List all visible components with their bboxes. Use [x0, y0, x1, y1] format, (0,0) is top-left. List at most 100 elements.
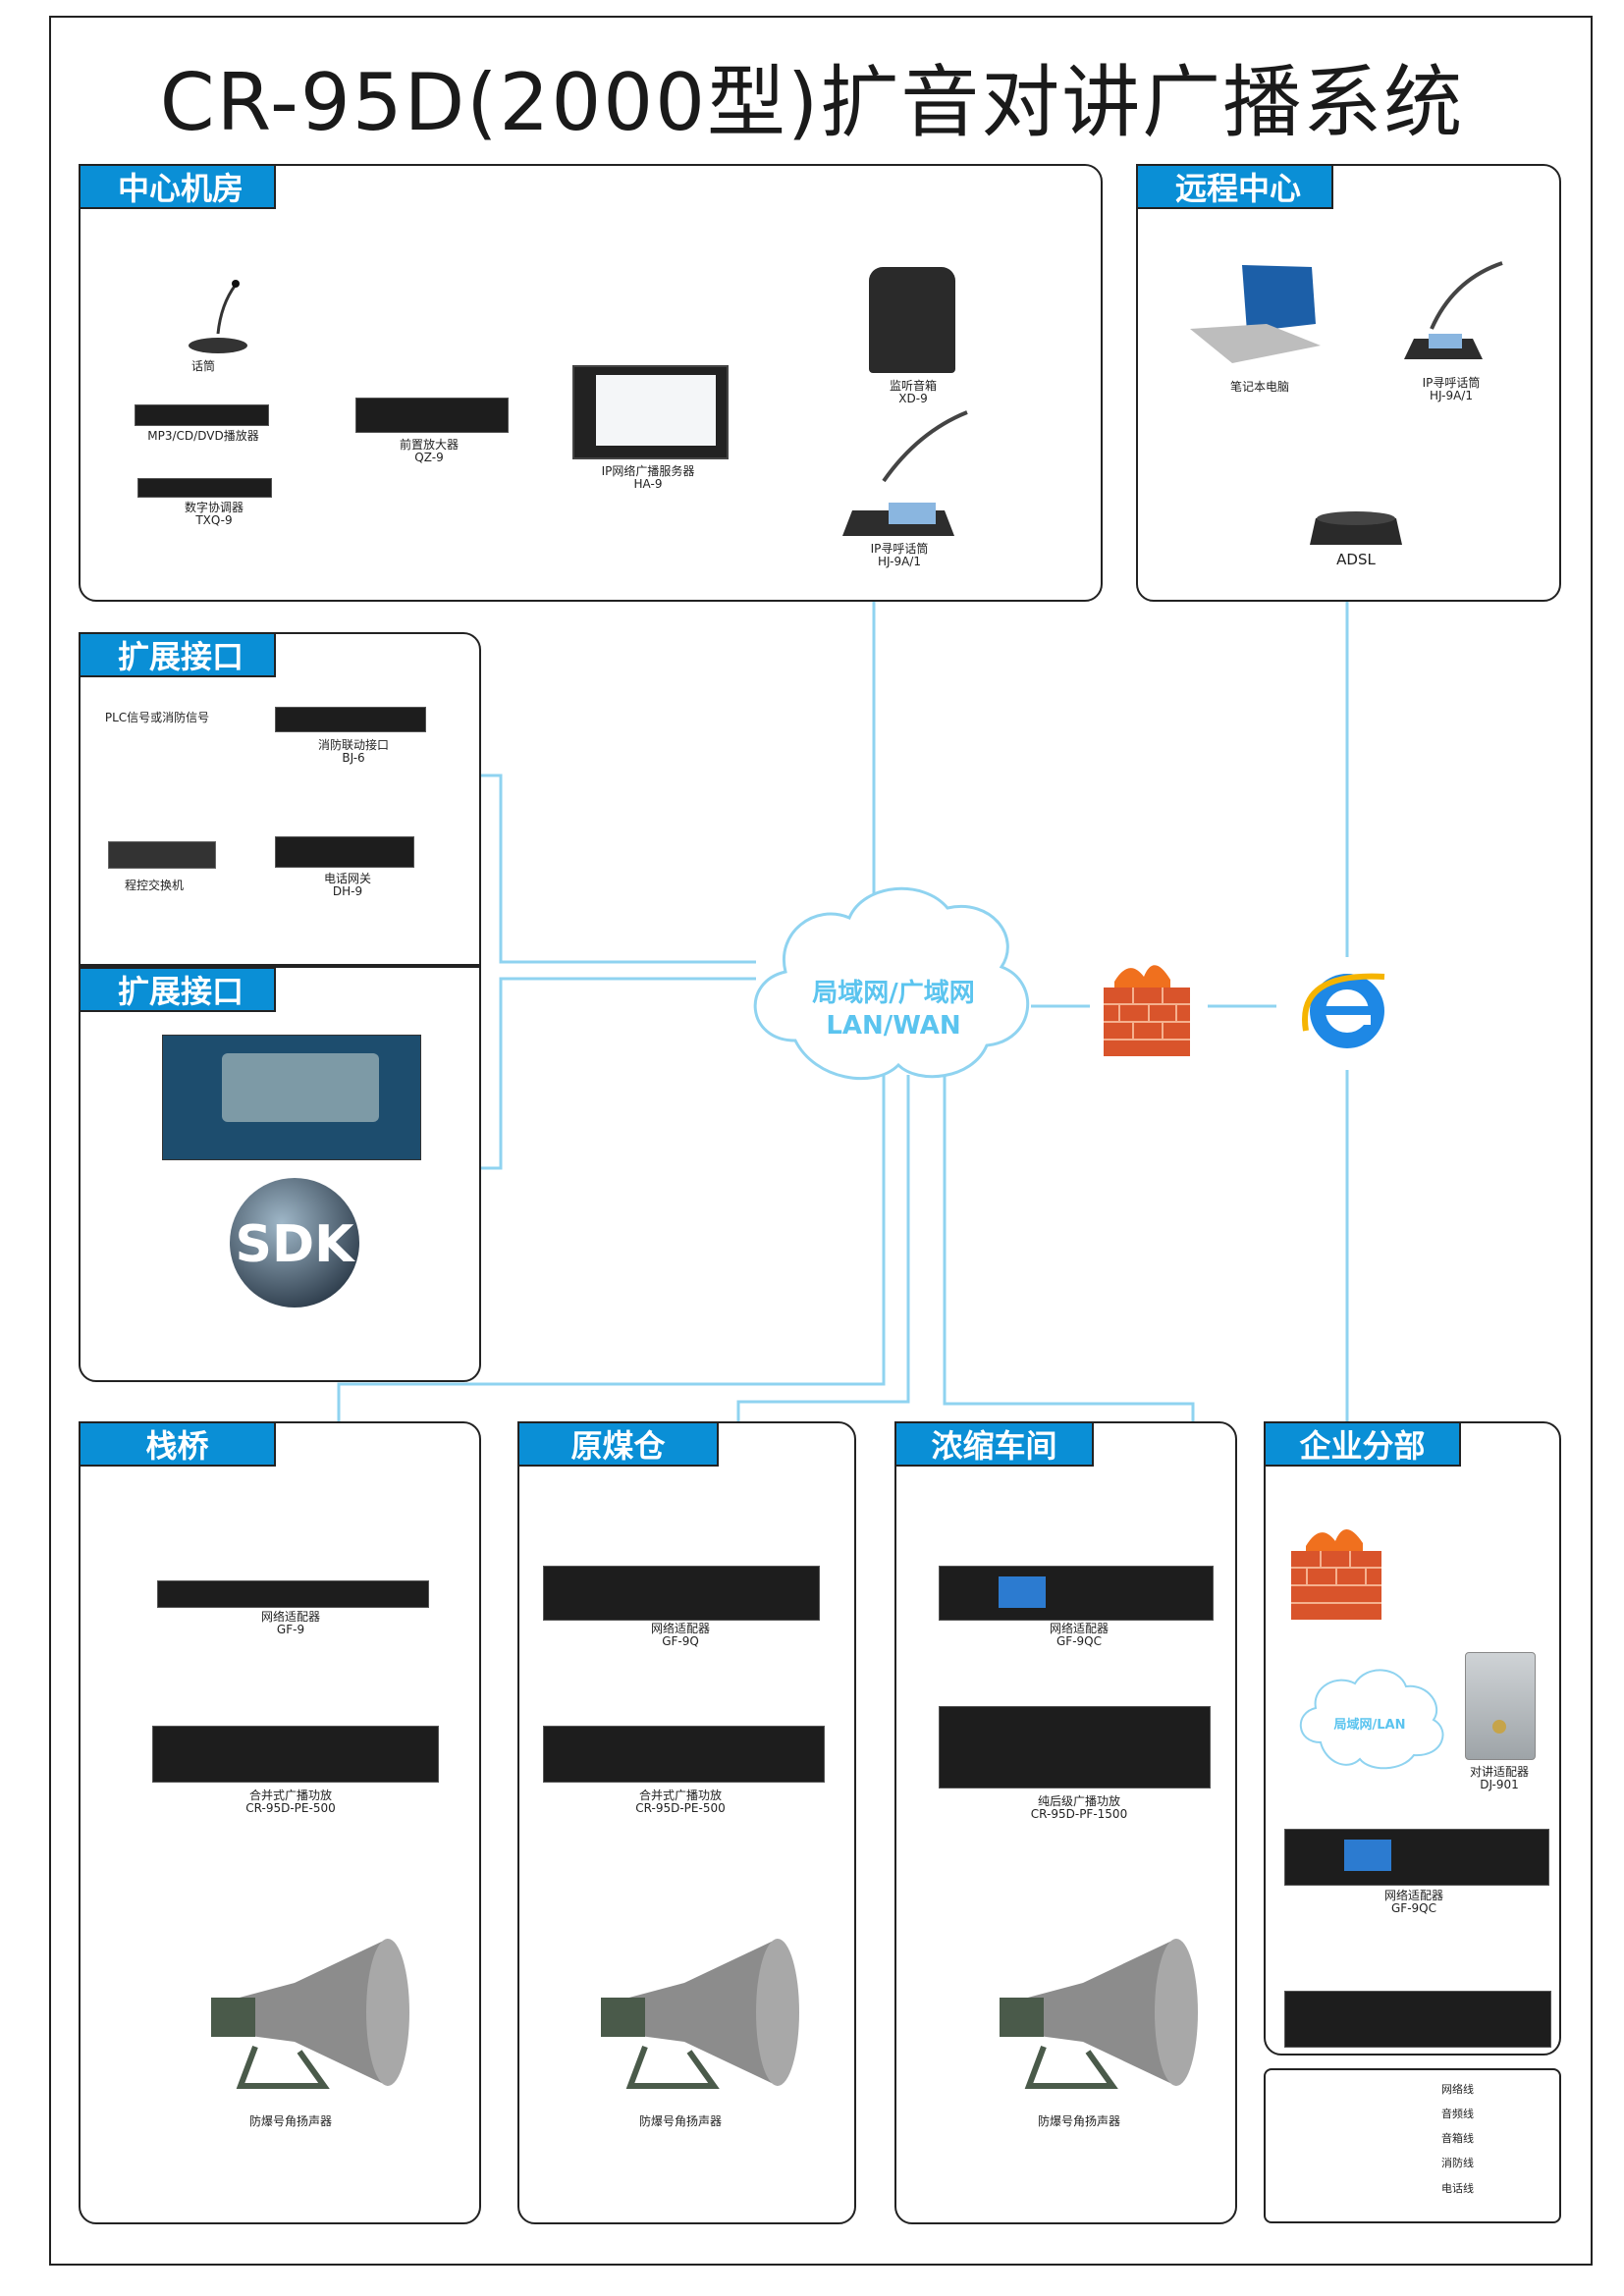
trestle-amp-label: 合并式广播功放 [248, 1789, 333, 1802]
coal-adapter-device [543, 1566, 820, 1621]
outer-frame [49, 16, 1593, 2266]
coal-adapter-model: GF-9Q [662, 1634, 699, 1648]
pager-remote-label: IP寻呼话筒 [1422, 376, 1481, 390]
net-line-ext2 [481, 977, 756, 1170]
laptop-label: 笔记本电脑 [1229, 380, 1290, 394]
monitor-speaker [869, 267, 955, 373]
preamp-model: QZ-9 [414, 451, 444, 464]
mic-label: 话筒 [190, 359, 216, 373]
branch-adapter-model: GF-9QC [1391, 1901, 1436, 1915]
thicken-horn-label: 防爆号角扬声器 [1037, 2114, 1121, 2128]
tuner-label: 数字协调器 [184, 501, 244, 514]
branch-amp-device [1284, 1991, 1551, 2048]
coal-amp-device [543, 1726, 825, 1783]
legend-fire: 消防线 [1441, 2157, 1474, 2169]
trestle-adapter-model: GF-9 [276, 1623, 305, 1636]
page-title: CR-95D(2000型)扩音对讲广播系统 [159, 57, 1465, 148]
plc-label: PLC信号或消防信号 [104, 711, 210, 724]
tuner-device [137, 478, 272, 498]
panel-trestle [79, 1421, 481, 2224]
tag-coal: 原煤仓 [517, 1421, 719, 1467]
trestle-horn-label: 防爆号角扬声器 [248, 2114, 333, 2128]
panel-ext1 [79, 632, 481, 966]
adsl-label: ADSL [1336, 551, 1376, 568]
tuner-model: TXQ-9 [195, 513, 233, 527]
coal-adapter-label: 网络适配器 [650, 1622, 711, 1635]
legend-phone: 电话线 [1441, 2182, 1474, 2195]
coal-horn-label: 防爆号角扬声器 [638, 2114, 723, 2128]
legend-audio: 音频线 [1441, 2108, 1474, 2120]
tag-branch: 企业分部 [1264, 1421, 1461, 1467]
server-model: HA-9 [633, 477, 663, 491]
net-line-thicken [943, 1075, 1195, 1421]
intercom-model: DJ-901 [1480, 1778, 1519, 1791]
net-line-coal [736, 1075, 910, 1421]
branch-cloud-label: 局域网/LAN [1333, 1718, 1406, 1733]
preamp-label: 前置放大器 [399, 438, 460, 452]
trestle-amp-device [152, 1726, 439, 1783]
trestle-adapter-label: 网络适配器 [260, 1610, 321, 1624]
branch-adapter-label: 网络适配器 [1383, 1889, 1444, 1902]
intercom-label: 对讲适配器 [1469, 1765, 1530, 1779]
pager-center-label: IP寻呼话筒 [870, 542, 929, 556]
gateway-device [275, 836, 414, 868]
monitor-model: XD-9 [898, 392, 928, 405]
server-label: IP网络广播服务器 [601, 464, 695, 478]
tag-remote: 远程中心 [1136, 164, 1333, 209]
tag-ext2: 扩展接口 [79, 967, 276, 1012]
intercom-device [1465, 1652, 1536, 1760]
thicken-amp-label: 纯后级广播功放 [1037, 1794, 1121, 1808]
pbx-device [108, 841, 216, 869]
panel-coal [517, 1421, 856, 2224]
thicken-amp-model: CR-95D-PF-1500 [1030, 1807, 1128, 1821]
player-device [135, 404, 269, 426]
net-line-trestle [337, 1075, 886, 1421]
fire-link-device [275, 707, 426, 732]
branch-adapter-device [1284, 1829, 1549, 1886]
fire-model: BJ-6 [342, 751, 365, 765]
tag-center: 中心机房 [79, 164, 276, 209]
trestle-amp-model: CR-95D-PE-500 [245, 1801, 336, 1815]
server-screen [596, 375, 716, 446]
tag-thicken: 浓缩车间 [894, 1421, 1094, 1467]
gateway-label: 电话网关 [323, 872, 372, 885]
tag-ext1: 扩展接口 [79, 632, 276, 677]
pager-remote-model: HJ-9A/1 [1430, 389, 1473, 402]
thicken-adapter-model: GF-9QC [1056, 1634, 1102, 1648]
monitor-label: 监听音箱 [889, 379, 938, 393]
server-device [572, 365, 729, 459]
net-line-ext1 [481, 774, 756, 964]
tag-trestle: 栈桥 [79, 1421, 276, 1467]
thicken-adapter-label: 网络适配器 [1049, 1622, 1110, 1635]
pager-center-model: HJ-9A/1 [878, 555, 921, 568]
legend-speaker: 音箱线 [1441, 2132, 1474, 2145]
thicken-adapter-device [939, 1566, 1214, 1621]
coal-amp-model: CR-95D-PE-500 [635, 1801, 726, 1815]
coal-amp-label: 合并式广播功放 [638, 1789, 723, 1802]
pbx-label: 程控交换机 [124, 879, 185, 892]
gateway-model: DH-9 [332, 884, 363, 898]
preamp-device [355, 398, 509, 433]
cloud-label-en: LAN/WAN [826, 1011, 961, 1041]
player-label: MP3/CD/DVD播放器 [147, 429, 259, 443]
platform-screenshot [162, 1035, 421, 1160]
thicken-amp-device [939, 1706, 1211, 1789]
panel-thicken [894, 1421, 1237, 2224]
sdk-label: SDK [235, 1215, 354, 1274]
cloud-label-cn: 局域网/广域网 [812, 979, 975, 1008]
